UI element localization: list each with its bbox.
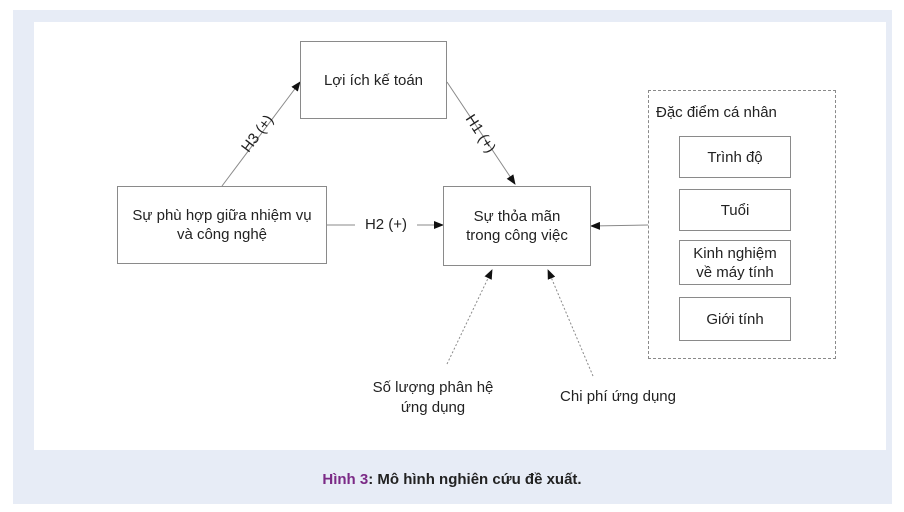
edge-chi-phi: [547, 269, 594, 377]
group-dac-diem-ca-nhan-title: Đặc điểm cá nhân: [656, 104, 777, 121]
node-loi-ich-ke-toan-label: Lợi ích kế toán: [323, 71, 424, 89]
node-tuoi: Tuổi: [679, 189, 791, 231]
node-su-thoa-man: Sự thỏa mãn trong công việc: [443, 186, 591, 266]
figure-caption-label: Hình 3: [322, 471, 369, 488]
node-chi-phi-ung-dung: Chi phí ứng dụng: [560, 388, 676, 405]
edge-so-luong: [446, 269, 493, 365]
node-trinh-do-label: Trình độ: [707, 148, 763, 166]
node-gioi-tinh: Giới tính: [679, 297, 791, 341]
node-su-phu-hop: Sự phù hợp giữa nhiệm vụ và công nghệ: [117, 186, 327, 264]
node-kinh-nghiem: Kinh nghiệm về máy tính: [679, 240, 791, 285]
figure-caption-text: : Mô hình nghiên cứu đề xuất.: [368, 471, 582, 488]
label-h2: H2 (+): [355, 215, 417, 235]
node-su-phu-hop-label: Sự phù hợp giữa nhiệm vụ và công nghệ: [132, 207, 312, 243]
node-trinh-do: Trình độ: [679, 136, 791, 178]
node-tuoi-label: Tuổi: [720, 201, 750, 219]
edge-h1: [446, 81, 516, 185]
group-dac-diem-ca-nhan: [648, 90, 836, 359]
node-loi-ich-ke-toan: Lợi ích kế toán: [300, 41, 447, 119]
node-gioi-tinh-label: Giới tính: [706, 310, 764, 328]
node-so-luong-phan-he: Số lượng phân hệ ứng dụng: [372, 379, 494, 416]
figure-caption: Hình 3: Mô hình nghiên cứu đề xuất.: [0, 471, 904, 488]
node-su-thoa-man-label: Sự thỏa mãn trong công việc: [466, 208, 568, 244]
edge-h3: [221, 81, 301, 187]
edge-ca-nhan: [590, 221, 649, 230]
node-kinh-nghiem-label: Kinh nghiệm về máy tính: [693, 244, 777, 281]
